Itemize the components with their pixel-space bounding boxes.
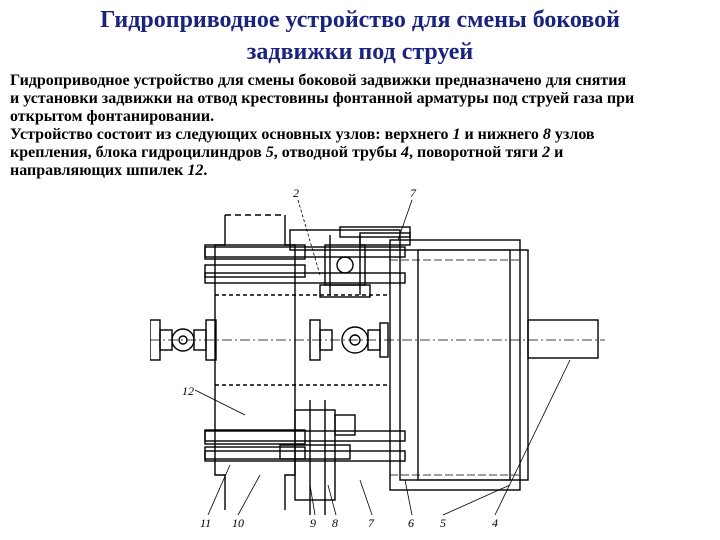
title-line-2: задвижки под струей (246, 39, 474, 65)
label-2: 2 (293, 186, 299, 200)
lower-fixing-unit (294, 409, 336, 501)
label-4: 4 (492, 516, 498, 530)
paragraph1-line3: открытом фонтанировании. (10, 108, 215, 125)
technical-drawing: 2 7 12 11 10 9 8 7 6 5 4 (150, 186, 605, 530)
text-span: Устройство состоит из следующих основных… (10, 126, 453, 143)
label-8: 8 (332, 516, 338, 530)
body-outline-right (284, 215, 296, 510)
paragraph2-line1: Устройство состоит из следующих основных… (10, 126, 720, 144)
hydraulic-cylinder-block (389, 239, 521, 491)
label-12: 12 (182, 384, 194, 398)
paragraph1-line1: Гидроприводное устройство для смены боко… (10, 72, 627, 89)
paragraph1-line2: и установки задвижки на отвод крестовины… (10, 90, 635, 107)
part-number: 1 (452, 126, 461, 143)
label-7-bottom: 7 (368, 516, 375, 530)
discharge-pipe (527, 319, 599, 359)
text-span: . (203, 162, 208, 179)
text-span: узлов (550, 126, 595, 143)
title-line-1: Гидроприводное устройство для смены боко… (100, 7, 620, 33)
text-span: , поворотной тяги (409, 144, 543, 161)
cylinder-right (509, 249, 529, 481)
label-10: 10 (232, 516, 244, 530)
label-5: 5 (440, 516, 446, 530)
text-span: и (550, 144, 564, 161)
slide-title: Гидроприводное устройство для смены боко… (0, 4, 720, 68)
part-number: 2 (542, 144, 551, 161)
label-9: 9 (310, 516, 316, 530)
description-text: Гидроприводное устройство для смены боко… (10, 72, 720, 180)
text-span: крепления, блока гидроцилиндров (10, 144, 266, 161)
part-number: 4 (401, 144, 410, 161)
text-span: , отводной трубы (273, 144, 402, 161)
text-span: и нижнего (460, 126, 543, 143)
rotary-rod (339, 226, 411, 238)
cylinder-left (399, 249, 419, 481)
part-number: 8 (542, 126, 551, 143)
label-7-top: 7 (410, 186, 417, 200)
lower-flange (204, 429, 306, 445)
part-number: 12 (187, 162, 204, 179)
label-11: 11 (200, 516, 211, 530)
paragraph2-line3: направляющих шпилек 12. (10, 162, 720, 180)
text-span: направляющих шпилек (10, 162, 188, 179)
label-6: 6 (408, 516, 414, 530)
paragraph2-line2: крепления, блока гидроцилиндров 5, отвод… (10, 144, 720, 162)
part-number: 5 (265, 144, 274, 161)
